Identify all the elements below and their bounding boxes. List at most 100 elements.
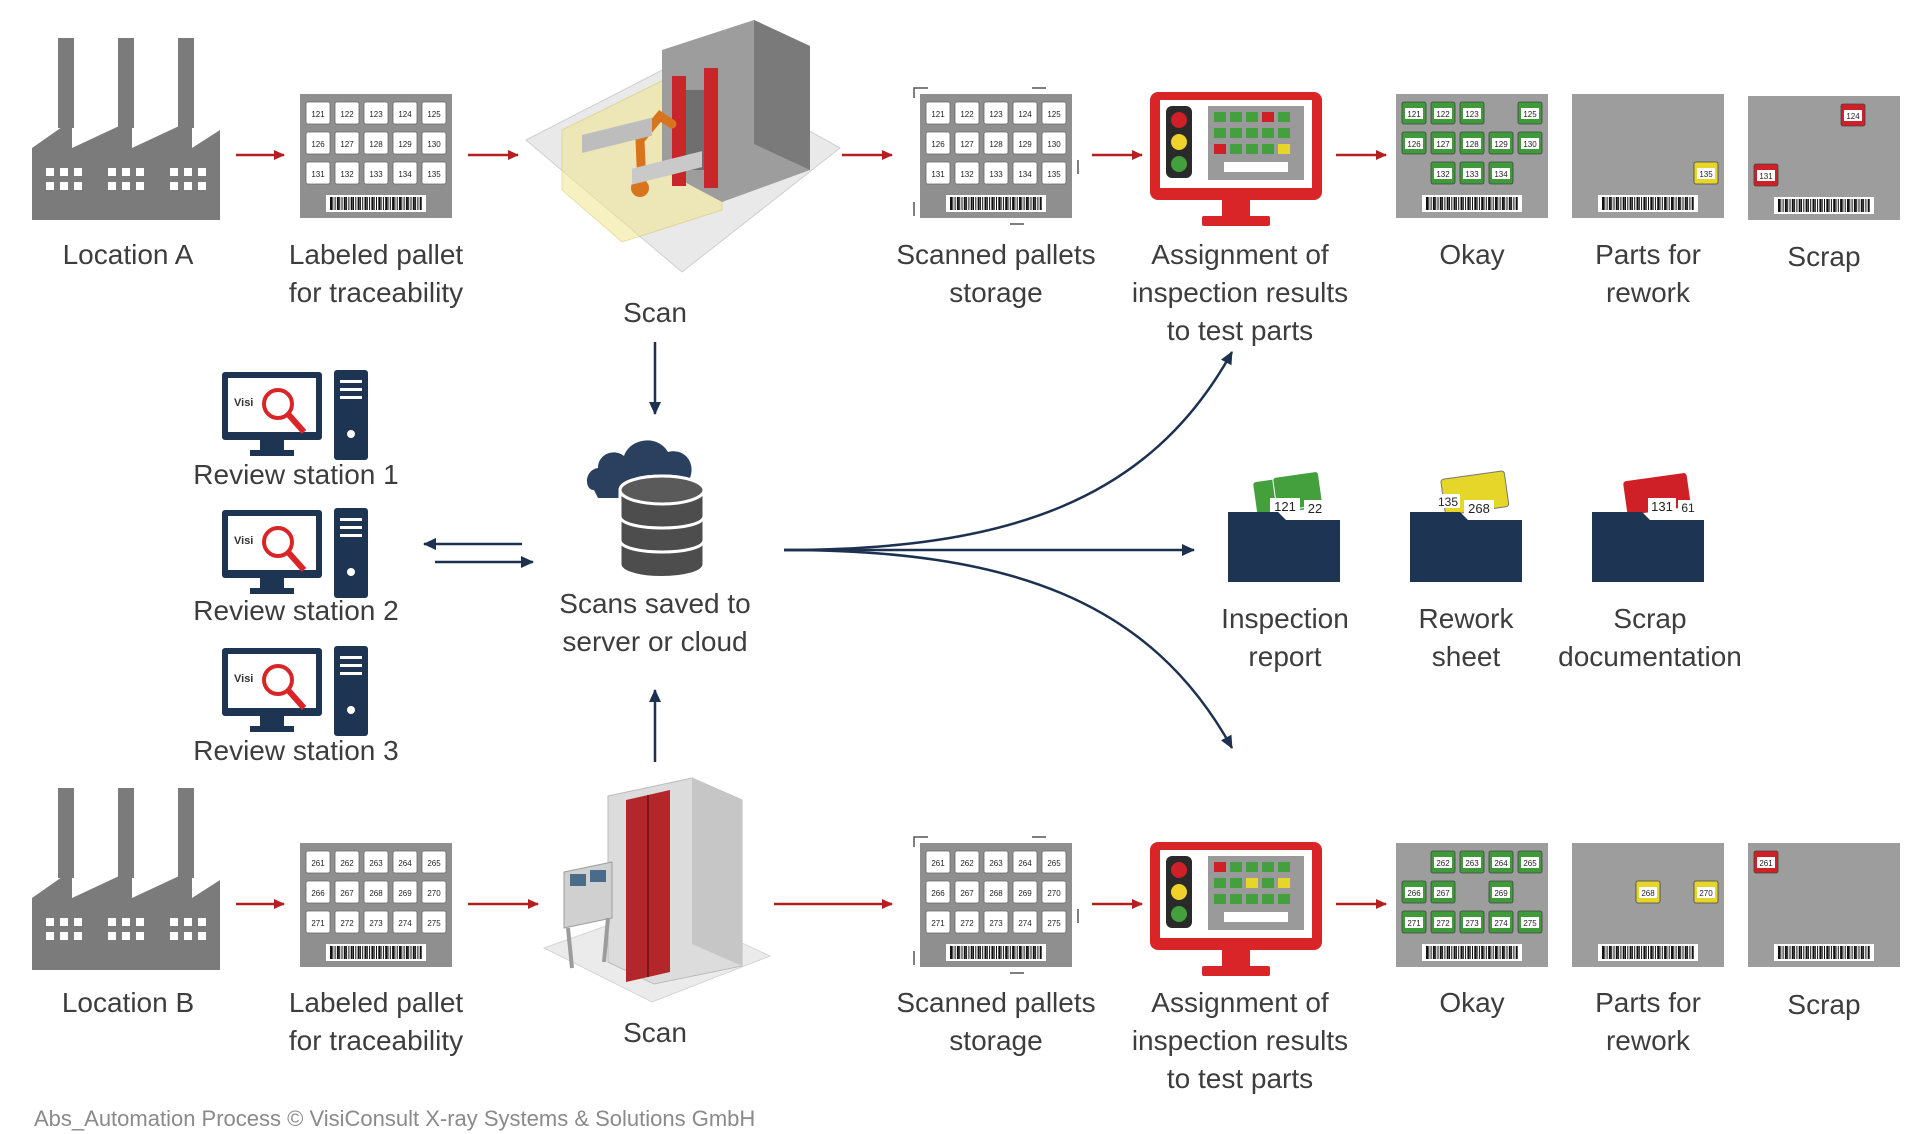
copyright-footer: Abs_Automation Process © VisiConsult X-r…	[34, 1106, 756, 1131]
part-number: 124	[1018, 110, 1032, 119]
location-a-label: Location A	[62, 239, 194, 270]
part-tag: 272	[334, 910, 360, 934]
part-tag: 135	[1693, 161, 1719, 185]
scrap-label-top: Scrap	[1787, 241, 1861, 272]
part-number: 129	[1018, 140, 1032, 149]
part-number: 126	[311, 140, 325, 149]
part-number: 134	[1018, 170, 1032, 179]
part-tag: 274	[392, 910, 418, 934]
part-number: 272	[1436, 919, 1450, 928]
part-tag: 133	[363, 161, 389, 185]
part-number: 131	[931, 170, 945, 179]
part-tag: 269	[1488, 880, 1514, 904]
part-tag: 134	[1012, 161, 1038, 185]
barcode	[1422, 195, 1522, 212]
part-tag: 261	[1753, 850, 1779, 874]
part-number: 269	[398, 889, 412, 898]
part-number: 261	[1759, 859, 1773, 868]
part-tag: 268	[983, 880, 1009, 904]
part-number: 130	[1047, 140, 1061, 149]
part-number: 263	[369, 859, 383, 868]
svg-text:Visi: Visi	[234, 673, 253, 685]
part-tag: 135	[421, 161, 447, 185]
part-tag: 134	[1488, 161, 1514, 185]
part-number: 127	[340, 140, 354, 149]
scan-label-top: Scan	[623, 297, 687, 328]
part-number: 135	[1047, 170, 1061, 179]
part-tag: 123	[363, 101, 389, 125]
traffic-light-monitor-bottom	[1150, 842, 1322, 976]
part-tag: 262	[1430, 850, 1456, 874]
part-number: 124	[398, 110, 412, 119]
cloud-database-icon	[586, 440, 706, 579]
part-number: 132	[960, 170, 974, 179]
part-tag: 275	[421, 910, 447, 934]
part-number: 134	[398, 170, 412, 179]
part-number: 269	[1018, 889, 1032, 898]
part-tag: 125	[1041, 101, 1067, 125]
part-tag: 128	[1459, 131, 1485, 155]
part-number: 128	[1465, 140, 1479, 149]
part-number: 271	[931, 919, 945, 928]
part-number: 131	[311, 170, 325, 179]
part-tag: 121	[925, 101, 951, 125]
part-number: 121	[931, 110, 945, 119]
scrap-documentation-label: Scrap documentation	[1558, 603, 1742, 672]
part-tag: 272	[954, 910, 980, 934]
barcode	[946, 195, 1046, 212]
part-number: 121	[1407, 110, 1421, 119]
part-tag: 263	[983, 850, 1009, 874]
part-tag: 132	[1430, 161, 1456, 185]
part-number: 130	[1523, 140, 1537, 149]
part-number: 266	[1407, 889, 1421, 898]
review-station-3-label: Review station 3	[193, 735, 399, 766]
assignment-label-top: Assignment of inspection results to test…	[1131, 239, 1349, 346]
barcode	[326, 944, 426, 961]
part-number: 270	[1699, 889, 1713, 898]
part-tag: 124	[1012, 101, 1038, 125]
xray-cabinet-illustration	[542, 777, 772, 1003]
part-number: 268	[1641, 889, 1655, 898]
part-number: 266	[931, 889, 945, 898]
part-number: 132	[340, 170, 354, 179]
part-tag: 130	[421, 131, 447, 155]
part-tag: 270	[1693, 880, 1719, 904]
part-tag: 266	[1401, 880, 1427, 904]
part-number: 122	[960, 110, 974, 119]
part-tag: 266	[305, 880, 331, 904]
part-tag: 129	[392, 131, 418, 155]
part-number: 273	[989, 919, 1003, 928]
part-number: 274	[1494, 919, 1508, 928]
barcode	[1422, 944, 1522, 961]
part-tag: 132	[334, 161, 360, 185]
part-tag: 274	[1012, 910, 1038, 934]
part-tag: 268	[1635, 880, 1661, 904]
rework-label-top: Parts for rework	[1595, 239, 1701, 308]
part-number: 127	[960, 140, 974, 149]
rework-label-bottom: Parts for rework	[1595, 987, 1701, 1056]
inspection-report-label: Inspection report	[1221, 603, 1349, 672]
part-tag: 264	[1488, 850, 1514, 874]
part-tag: 122	[334, 101, 360, 125]
part-tag: 264	[392, 850, 418, 874]
part-tag: 271	[925, 910, 951, 934]
part-tag: 265	[1517, 850, 1543, 874]
part-tag: 269	[392, 880, 418, 904]
part-number: 130	[427, 140, 441, 149]
part-tag: 130	[1041, 131, 1067, 155]
part-number: 262	[340, 859, 354, 868]
part-number: 124	[1846, 112, 1860, 121]
part-number: 126	[1407, 140, 1421, 149]
part-tag: 273	[363, 910, 389, 934]
part-number: 133	[1465, 170, 1479, 179]
factory-icon	[32, 788, 220, 970]
barcode	[1774, 944, 1874, 961]
part-tag: 129	[1488, 131, 1514, 155]
part-tag: 273	[1459, 910, 1485, 934]
part-tag: 131	[305, 161, 331, 185]
part-number: 132	[1436, 170, 1450, 179]
